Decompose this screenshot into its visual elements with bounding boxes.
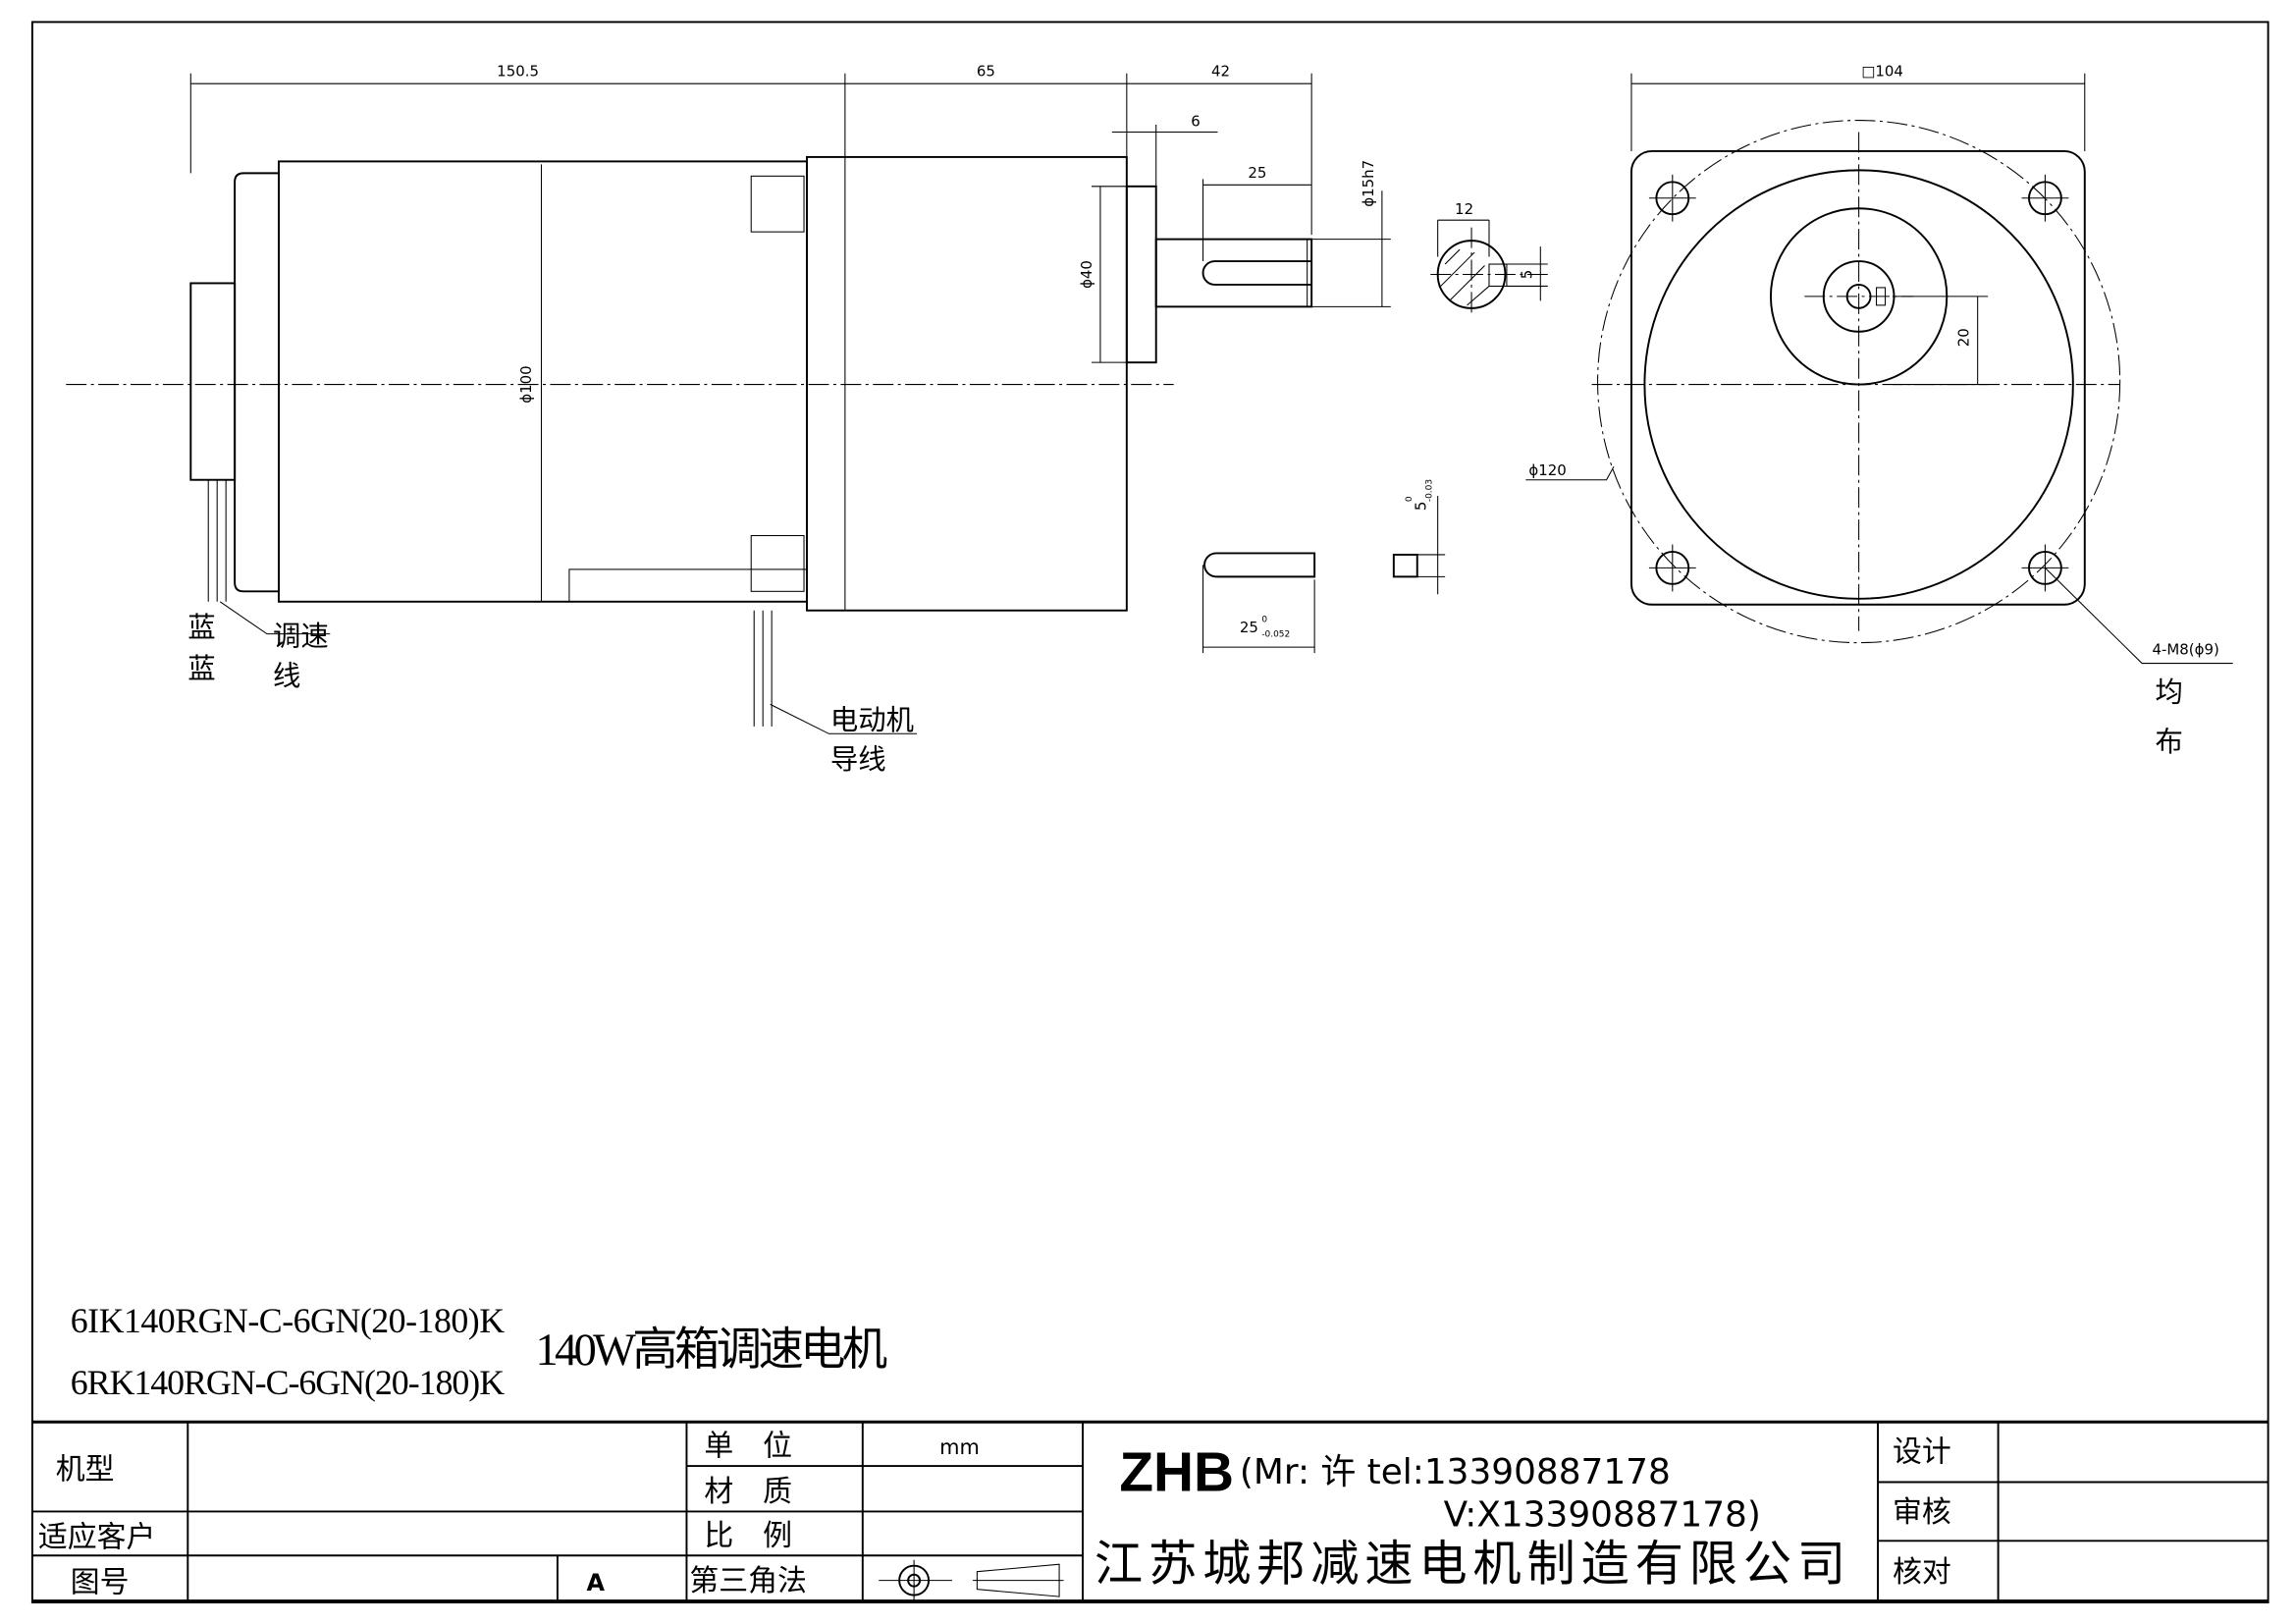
dim-gearbox-length: 65 (977, 63, 995, 81)
flange (1125, 185, 1157, 364)
unit-value: mm (939, 1435, 980, 1459)
dim-key-length: 25 (1248, 164, 1266, 182)
contact-line-2: V:X13390887178) (1444, 1494, 1761, 1535)
shaft-section: 12 5 (1430, 200, 1548, 316)
wire-channel (568, 568, 808, 603)
dim-motor-length: 150.5 (497, 63, 539, 81)
key-part: 25 0 -0.052 5 0 -0.03 (1202, 479, 1446, 654)
label-material: 材 质 (704, 1475, 792, 1509)
company-name: 江苏城邦减速电机制造有限公司 (1095, 1536, 1845, 1593)
dim-motor-dia: ϕ100 (517, 365, 535, 403)
product-title: 140W高箱调速电机 (536, 1325, 888, 1376)
label-check: 核对 (1893, 1555, 1951, 1590)
tol-lower: -0.052 (1261, 630, 1290, 640)
dim-square: □104 (1861, 63, 1903, 81)
label-projection: 第三角法 (689, 1564, 807, 1598)
label-blue-1: 蓝 (187, 612, 215, 644)
bolt-holes (1648, 174, 2069, 592)
dim-flange-dia: ϕ40 (1078, 260, 1095, 289)
end-cover (234, 172, 280, 593)
dim-section-key-width: 12 (1455, 200, 1473, 218)
label-drawing-no: 图号 (71, 1566, 130, 1600)
tol-upper: 0 (1261, 616, 1267, 625)
label-motor-wire-1: 电动机 (830, 704, 914, 736)
dim-shoulder: 6 (1191, 113, 1201, 131)
tol-upper: 0 (1405, 496, 1415, 502)
dim-shaft-offset: 20 (1955, 328, 1973, 347)
side-view: 150.5 65 42 6 25 ϕ100 ϕ40 ϕ15h7 蓝 蓝 调速 线… (66, 63, 1391, 776)
keyway (1201, 260, 1312, 286)
motor-body (277, 160, 808, 603)
dim-shaft-length: 42 (1211, 63, 1230, 81)
label-speed-wire-1: 调速 (273, 621, 329, 653)
brand: ZHB (1119, 1441, 1234, 1503)
dim-section-key-depth: 5 (1518, 270, 1535, 280)
revision: A (587, 1569, 606, 1596)
screw-bottom (750, 534, 805, 592)
motor-wires (753, 610, 773, 727)
speed-wires (207, 479, 227, 602)
label-scale: 比 例 (704, 1519, 792, 1553)
title-block: 机型 适应客户 图号 A 单 位 mm 材 质 比 例 第三角法 ZHB (Mr… (31, 1420, 2269, 1603)
dim-key-part-width: 5 (1413, 502, 1430, 512)
label-design: 设计 (1893, 1435, 1951, 1470)
label-blue-2: 蓝 (187, 652, 215, 684)
model-rk: 6RK140RGN-C-6GN(20-180)K (71, 1363, 505, 1402)
terminal-box (189, 282, 237, 481)
dim-mounting-holes: 4-M8(ϕ9) (2153, 641, 2219, 659)
dim-bolt-circle: ϕ120 (1528, 461, 1566, 479)
label-motor-wire-2: 导线 (830, 743, 886, 776)
label-even-2: 布 (2156, 726, 2183, 758)
gearbox (806, 155, 1128, 612)
label-model: 机型 (56, 1453, 115, 1488)
tol-lower: -0.03 (1425, 479, 1435, 502)
third-angle-symbol (879, 1559, 1064, 1601)
dim-key-part-length: 25 (1240, 619, 1258, 636)
screw-top (750, 175, 805, 233)
label-even-1: 均 (2156, 676, 2183, 708)
label-unit: 单 位 (704, 1430, 792, 1464)
model-ik: 6IK140RGN-C-6GN(20-180)K (71, 1301, 505, 1340)
output-shaft (1154, 238, 1313, 308)
label-review: 审核 (1893, 1495, 1951, 1530)
label-speed-wire-2: 线 (273, 660, 300, 692)
front-view: □104 20 ϕ120 4-M8(ϕ9) 均 布 (1525, 63, 2233, 758)
label-customer: 适应客户 (38, 1520, 156, 1554)
contact-line-1: (Mr: 许 tel:13390887178 (1240, 1452, 1671, 1492)
dim-shaft-dia: ϕ15h7 (1360, 160, 1377, 207)
